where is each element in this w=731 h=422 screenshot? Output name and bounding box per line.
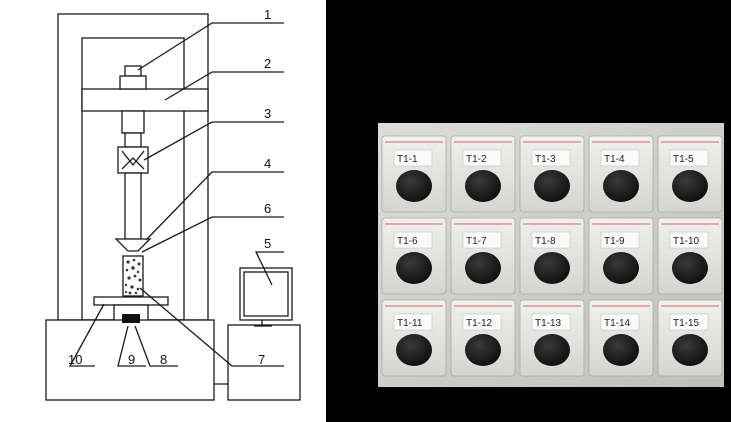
sample-label: T1-10 [673,236,700,247]
pressure-head [114,238,152,252]
sample-label: T1-8 [535,236,556,247]
sample-bag: T1-4 [588,135,654,213]
sample-disc [465,170,501,202]
sample-label: T1-4 [604,154,625,165]
sample-disc [603,334,639,366]
sample-disc [465,252,501,284]
sample-disc [396,334,432,366]
sample-disc [465,334,501,366]
sample-label: T1-6 [397,236,418,247]
sample-bag: T1-8 [519,217,585,295]
sample-bag: T1-11 [381,299,447,377]
sample-bag: T1-1 [381,135,447,213]
label-2: 2 [264,56,271,71]
label-4: 4 [264,156,271,171]
sample-bag: T1-10 [657,217,723,295]
sample-label: T1-9 [604,236,625,247]
sample-bag: T1-3 [519,135,585,213]
sample-disc [672,170,708,202]
sample-bag: T1-12 [450,299,516,377]
sample-label: T1-14 [604,318,631,329]
sample-label: T1-3 [535,154,556,165]
sample-bag: T1-5 [657,135,723,213]
sample-cylinder [122,255,144,297]
sample-bag: T1-7 [450,217,516,295]
sample-label: T1-1 [397,154,418,165]
sample-bag: T1-14 [588,299,654,377]
sample-label: T1-13 [535,318,562,329]
sample-label: T1-11 [397,318,423,329]
diagram-svg: 1 2 3 4 5 6 7 8 9 10 [45,7,301,401]
sample-bag: T1-13 [519,299,585,377]
label-7: 7 [258,352,265,367]
label-1: 1 [264,7,271,22]
label-10: 10 [68,352,82,367]
sample-disc [396,170,432,202]
load-cell [122,314,140,323]
crosshead [81,88,209,112]
sample-label: T1-7 [466,236,487,247]
label-9: 9 [128,352,135,367]
sample-bag: T1-2 [450,135,516,213]
sample-label: T1-5 [673,154,694,165]
sample-bag: T1-9 [588,217,654,295]
sample-disc [534,170,570,202]
sample-disc [603,252,639,284]
monitor [239,267,293,321]
gravel-texture [124,258,142,295]
sample-label: T1-2 [466,154,487,165]
label-8: 8 [160,352,167,367]
label-5: 5 [264,236,271,251]
sample-disc [672,252,708,284]
sample-bag: T1-6 [381,217,447,295]
sample-label: T1-12 [466,318,493,329]
sample-label: T1-15 [673,318,700,329]
sample-bag: T1-15 [657,299,723,377]
sample-disc [603,170,639,202]
sample-disc [534,334,570,366]
label-6: 6 [264,201,271,216]
label-3: 3 [264,106,271,121]
sample-disc [672,334,708,366]
testing-machine-diagram: 1 2 3 4 5 6 7 8 9 10 [0,0,326,422]
sample-disc [396,252,432,284]
sample-disc [534,252,570,284]
